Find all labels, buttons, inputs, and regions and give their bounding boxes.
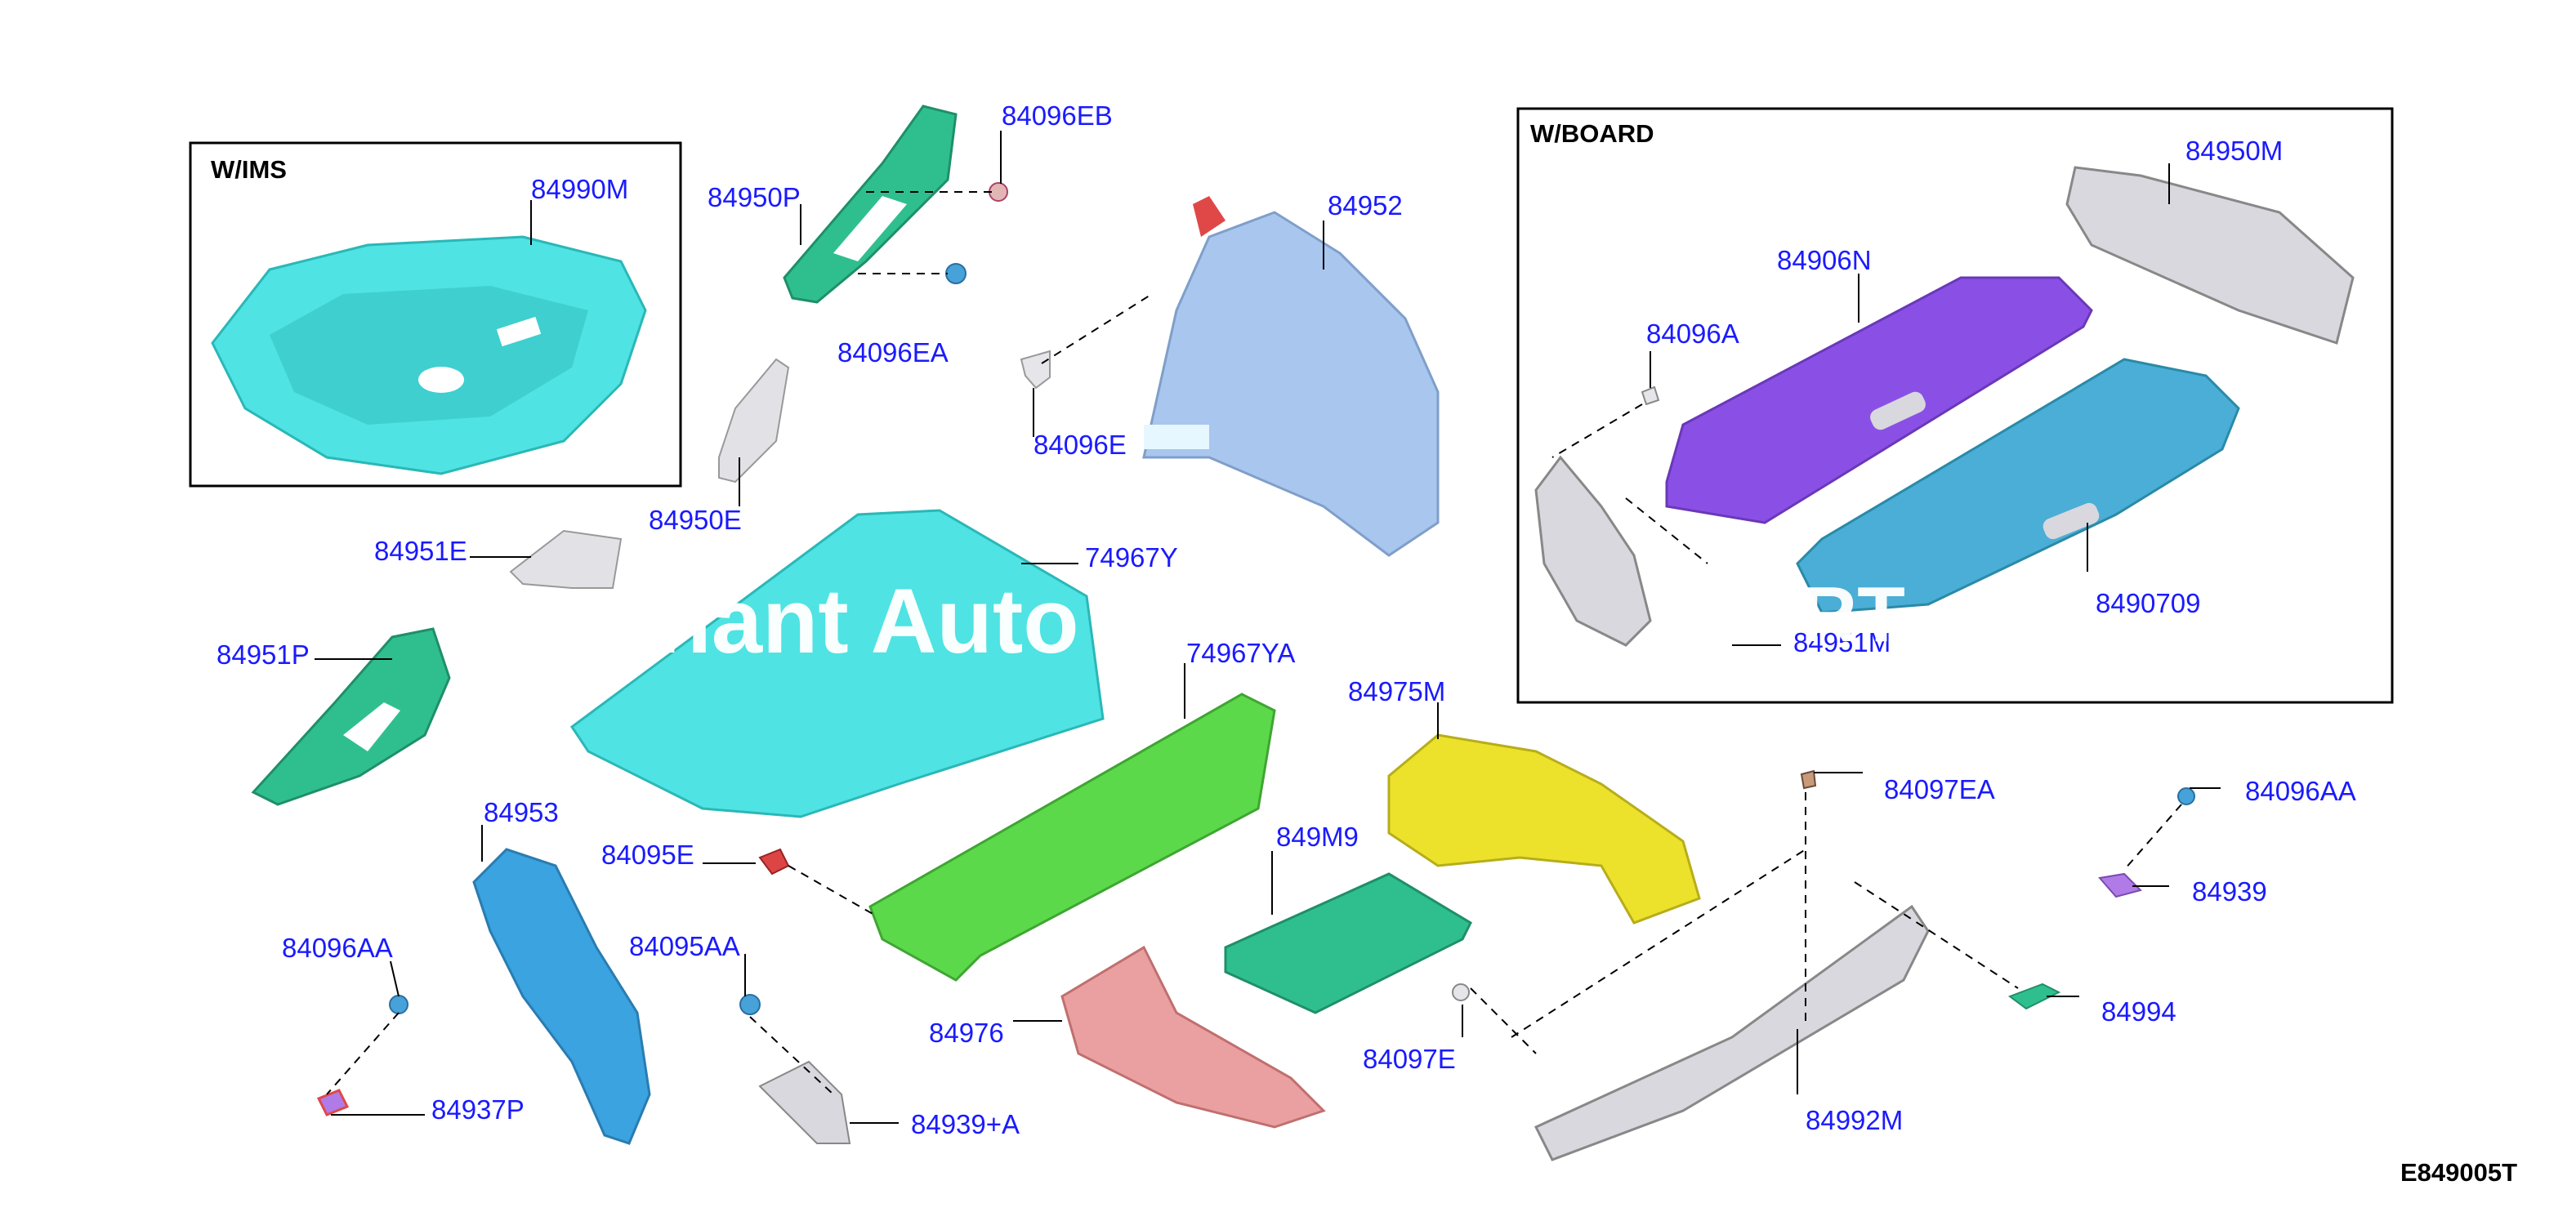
callout-84994[interactable]: 84994: [2101, 996, 2176, 1027]
callout-84953[interactable]: 84953: [484, 797, 559, 827]
callout-84937P[interactable]: 84937P: [431, 1094, 525, 1125]
board-box-title: W/BOARD: [1530, 119, 1654, 148]
part-84096A-shape: [1641, 385, 1660, 406]
dashed-guides: [326, 191, 2182, 1095]
part-84950P-shape: [783, 105, 958, 304]
callout-74967Y[interactable]: 74967Y: [1085, 542, 1178, 573]
part-84096EB-shape: [989, 182, 1008, 202]
callout-84097EA[interactable]: 84097EA: [1884, 774, 1995, 804]
callout-84951E[interactable]: 84951E: [374, 536, 467, 566]
callout-849M9[interactable]: 849M9: [1276, 822, 1359, 852]
callout-84976[interactable]: 84976: [929, 1018, 1004, 1048]
part-84096AA-left-shape: [389, 995, 408, 1014]
part-84906N-shape: [1665, 276, 2093, 524]
part-84939A-shape: [758, 1060, 851, 1144]
diagram-code: E849005T: [2400, 1158, 2518, 1187]
callout-84096AA-right[interactable]: 84096AA: [2245, 776, 2356, 806]
ims-box-frame: [189, 141, 682, 488]
part-84095E-shape: [758, 848, 790, 876]
callout-84096EB[interactable]: 84096EB: [1002, 100, 1113, 131]
callout-84950P[interactable]: 84950P: [708, 182, 801, 212]
part-8490709-handle: [2042, 502, 2100, 540]
part-84951M-shape: [1534, 455, 1652, 647]
part-84097E-shape: [1452, 983, 1470, 1001]
part-84994-shape: [2007, 983, 2061, 1010]
part-84953-shape: [472, 848, 651, 1145]
callout-84096A[interactable]: 84096A: [1646, 319, 1739, 349]
part-84976-shape: [1060, 945, 1326, 1129]
part-84951E-shape: [509, 529, 623, 589]
part-74967Y-shape: [569, 509, 1105, 818]
part-8490709-shape: [1796, 358, 2240, 614]
callout-74967YA[interactable]: 74967YA: [1186, 638, 1296, 668]
callout-84992M[interactable]: 84992M: [1806, 1105, 1904, 1135]
part-849M9-shape: [1224, 872, 1472, 1014]
leader-lines: [315, 131, 2221, 1124]
part-84990M-shape: [211, 235, 647, 475]
ims-box-title: W/IMS: [211, 155, 287, 184]
callout-84951M[interactable]: 84951M: [1793, 627, 1891, 657]
callout-84939[interactable]: 84939: [2192, 876, 2267, 907]
part-84952-shape: [1142, 196, 1440, 557]
part-84096EA-shape: [945, 263, 967, 284]
callout-84975M[interactable]: 84975M: [1348, 676, 1446, 706]
callout-84095AA[interactable]: 84095AA: [629, 931, 740, 961]
part-84097EA-shape: [1800, 769, 1817, 790]
watermark-text: chant Auto: [605, 570, 1079, 672]
callout-84950M[interactable]: 84950M: [2185, 136, 2284, 166]
part-84992M-shape: [1534, 904, 1930, 1161]
part-84950M-shape: [2065, 166, 2355, 345]
watermark-text-tail: oo RT: [1683, 571, 1905, 658]
part-84951P-shape: [251, 627, 451, 806]
board-box-frame: [1516, 107, 2394, 704]
callout-84906N[interactable]: 84906N: [1777, 245, 1872, 275]
callout-84095E[interactable]: 84095E: [601, 840, 694, 870]
callout-84939A[interactable]: 84939+A: [911, 1109, 1020, 1139]
callout-84097E[interactable]: 84097E: [1363, 1044, 1456, 1074]
callout-84096AA-left[interactable]: 84096AA: [282, 933, 393, 963]
part-74967YA-shape: [868, 693, 1276, 982]
callout-84096EA[interactable]: 84096EA: [837, 337, 949, 368]
part-84096AA-right-shape: [2177, 787, 2195, 805]
part-84096E-shape: [1020, 350, 1051, 390]
callout-84990M[interactable]: 84990M: [531, 174, 629, 204]
callout-8490709[interactable]: 8490709: [2096, 588, 2201, 618]
part-84095AA-shape: [739, 994, 761, 1015]
callout-84951P[interactable]: 84951P: [217, 639, 310, 670]
part-84950E-shape: [718, 358, 790, 483]
callout-84952[interactable]: 84952: [1328, 190, 1403, 221]
part-84939-shape: [2098, 872, 2142, 898]
callout-84096E[interactable]: 84096E: [1034, 430, 1127, 460]
part-84906N-handle: [1870, 391, 1926, 430]
part-84937P-shape: [316, 1089, 350, 1116]
part-84975M-shape: [1387, 733, 1701, 925]
callout-84950E[interactable]: 84950E: [649, 505, 742, 535]
